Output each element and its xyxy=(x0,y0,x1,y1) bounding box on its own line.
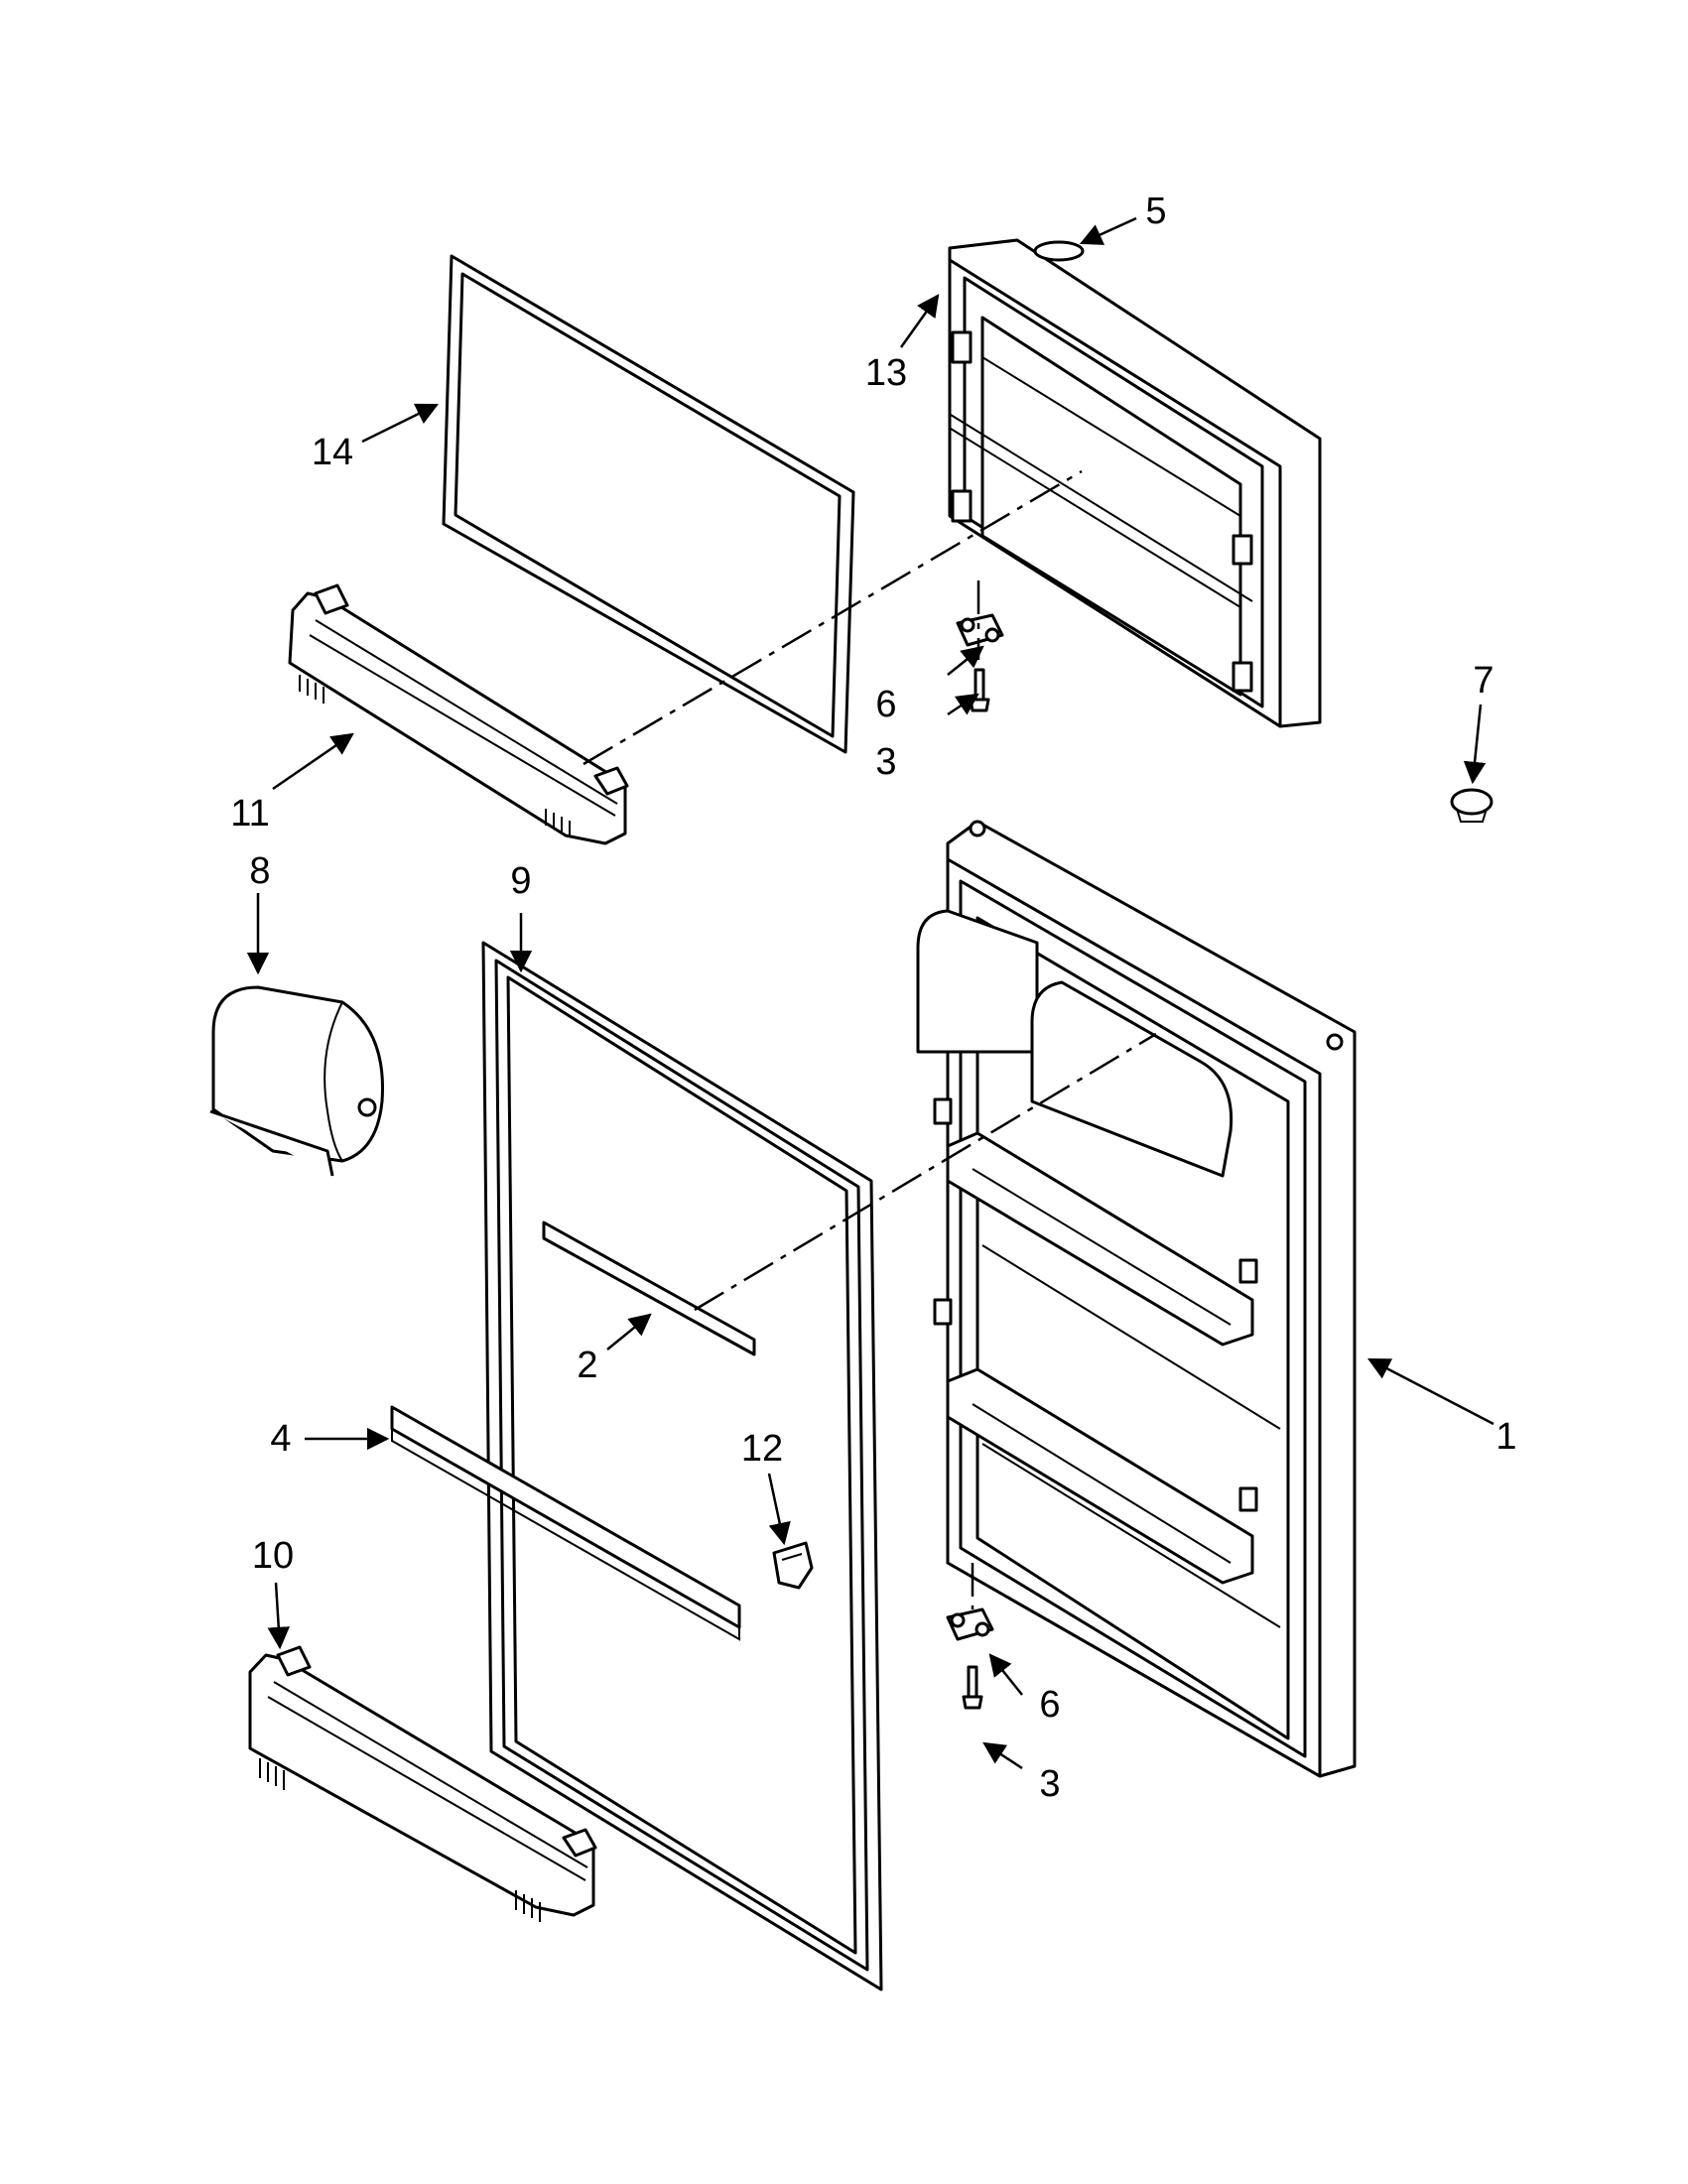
callout-8: 8 xyxy=(249,850,270,892)
callout-6-freezer: 6 xyxy=(875,684,896,725)
freezer-door-gasket xyxy=(442,254,855,754)
leader-arrows xyxy=(246,216,1494,1770)
callout-14: 14 xyxy=(312,432,353,473)
freezer-door xyxy=(948,238,1322,728)
callout-13: 13 xyxy=(865,352,907,394)
door-retainer-bar xyxy=(390,1405,741,1641)
hinge-cover-plug xyxy=(1450,788,1493,823)
callout-3-refrigerator: 3 xyxy=(1039,1763,1060,1805)
door-clip xyxy=(772,1541,814,1590)
freezer-door-hinge xyxy=(956,613,1004,647)
refrigerator-hinge-screw xyxy=(962,1665,983,1710)
refrigerator-door-bin xyxy=(248,1645,597,1922)
callout-12: 12 xyxy=(741,1428,783,1470)
callout-10: 10 xyxy=(252,1535,294,1577)
callout-6-refrigerator: 6 xyxy=(1039,1684,1060,1726)
dairy-compartment xyxy=(209,985,384,1177)
freezer-hinge-screw xyxy=(969,668,990,712)
callout-7: 7 xyxy=(1473,660,1493,702)
callout-3-freezer: 3 xyxy=(875,741,896,783)
callout-labels: 1 2 3 3 4 5 6 6 7 8 9 10 11 12 13 14 xyxy=(230,191,1516,1805)
callout-5: 5 xyxy=(1145,191,1166,232)
callout-2: 2 xyxy=(577,1345,597,1386)
door-trim-strip xyxy=(542,1220,756,1356)
refrigerator-door-hinge xyxy=(946,1607,994,1641)
freezer-door-bin xyxy=(288,583,629,845)
callout-9: 9 xyxy=(510,860,531,902)
callout-4: 4 xyxy=(270,1418,291,1460)
callout-1: 1 xyxy=(1495,1416,1516,1458)
refrigerator-door-gasket xyxy=(481,941,883,1991)
callout-11: 11 xyxy=(230,793,269,835)
top-plug xyxy=(1033,240,1085,262)
